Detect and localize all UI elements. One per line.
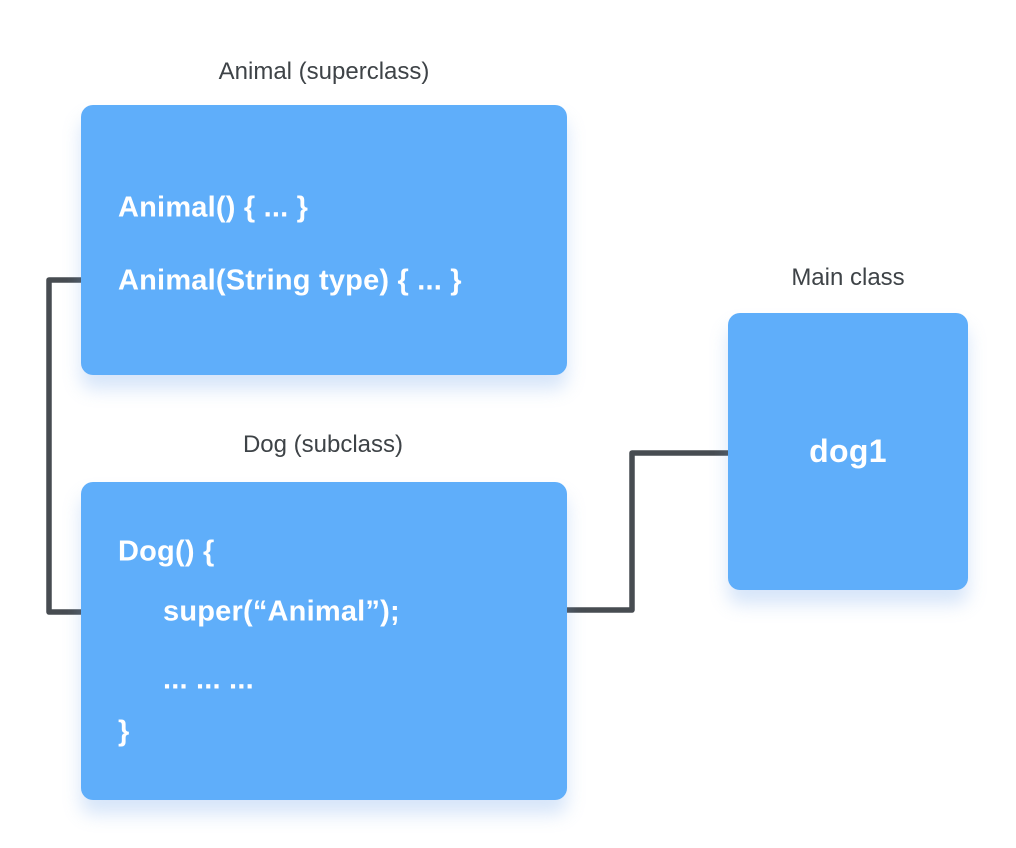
dog1-reference-label: dog1 — [809, 433, 887, 469]
code-line-super-call: super(“Animal”); — [163, 595, 400, 628]
code-line-animal-constructor-noarg: Animal() { ... } — [118, 191, 309, 224]
code-line-closing-brace: } — [118, 715, 130, 748]
main-class-label: Main class — [791, 264, 905, 291]
animal-superclass-box: Animal() { ... } Animal(String type) { .… — [81, 105, 567, 375]
animal-superclass-label: Animal (superclass) — [218, 58, 430, 85]
dog-subclass-label: Dog (subclass) — [242, 431, 404, 458]
code-line-animal-constructor-string: Animal(String type) { ... } — [118, 264, 462, 297]
main-class-box: dog1 — [728, 313, 968, 590]
code-line-dog-constructor: Dog() { — [118, 535, 215, 568]
code-line-ellipsis: ... ... ... — [163, 663, 254, 696]
dog-subclass-box: Dog() { super(“Animal”); ... ... ... } — [81, 482, 567, 800]
